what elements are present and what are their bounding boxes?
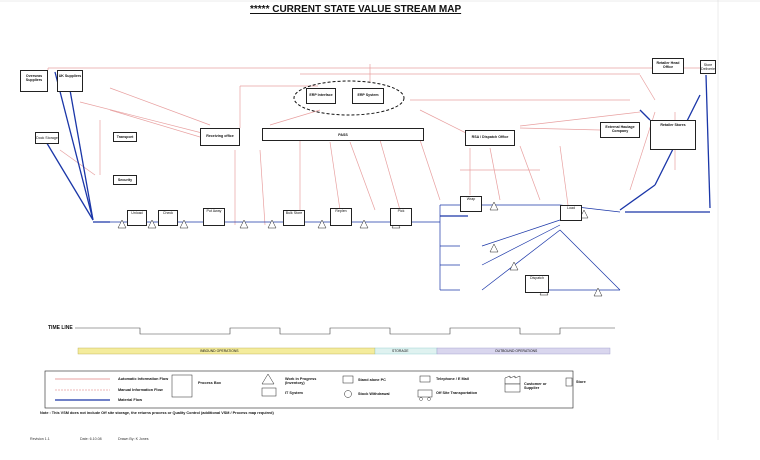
external-haulage-box[interactable]: External Haulage Company <box>600 122 640 138</box>
process-label: Put Away <box>206 209 222 213</box>
legend-process-box: Process Box <box>198 381 222 385</box>
process-box-dispatch[interactable]: Dispatch <box>525 275 549 293</box>
transport-box[interactable]: Transport <box>113 132 137 142</box>
receiving-office-box[interactable]: Receiving office <box>200 128 240 146</box>
legend-it-system: IT System <box>285 391 303 395</box>
legend-stock-withdrawal: Stock Withdrawal <box>358 392 390 396</box>
process-label: Unload <box>131 211 143 215</box>
retailer-stores-box[interactable]: Retailer Stores <box>650 120 696 150</box>
note-text: Note : This VSM does not include Off sit… <box>40 411 274 415</box>
process-label: Bulk Store <box>285 211 303 215</box>
process-box-unload[interactable]: Unload <box>127 210 147 226</box>
external-haulage-label: External Haulage Company <box>605 125 635 134</box>
legend-material-flow: Material Flow <box>118 398 143 402</box>
rsa-dispatch-box[interactable]: RSA / Dispatch Office <box>465 130 515 146</box>
process-box-bulk-store[interactable]: Bulk Store <box>283 210 305 226</box>
pass-box[interactable]: PASS <box>262 128 424 141</box>
security-box[interactable]: Security <box>113 175 137 185</box>
legend-store: Store <box>576 380 586 384</box>
overseas-supplier-label: Overseas Suppliers <box>25 74 43 83</box>
store-deliveries-label: Store Deliveries <box>701 63 716 72</box>
receiving-office-label: Receiving office <box>206 134 234 138</box>
uk-supplier-box[interactable]: UK Suppliers <box>57 70 83 92</box>
process-label: Wrap <box>466 197 476 201</box>
footer-drawn-by: Drawn By: K Jones <box>118 437 149 441</box>
erp-system-box[interactable]: ERP System <box>352 88 384 104</box>
timeline-label: TIME LINE <box>48 325 73 331</box>
process-box-put-away[interactable]: Put Away <box>203 208 225 226</box>
process-label: Dispatch <box>530 276 544 280</box>
process-label: Load <box>567 206 575 210</box>
legend-telephone: Telephone / E Mail <box>436 377 469 381</box>
uk-supplier-label: UK Suppliers <box>58 74 82 78</box>
process-label: Check <box>162 211 174 215</box>
erp-interface-label: ERP Interface <box>309 93 333 97</box>
page-title: ***** CURRENT STATE VALUE STREAM MAP <box>250 4 462 15</box>
footer-revision: Revision 1.1 <box>30 437 50 441</box>
process-box-pick[interactable]: Pick <box>390 208 412 226</box>
process-box-replen[interactable]: Replen <box>330 208 352 226</box>
footer-date: Date: 6.10.08 <box>80 437 102 441</box>
retailer-head-office-box[interactable]: Retailer Head Office <box>652 58 684 74</box>
retailer-stores-label: Retailer Stores <box>660 123 686 127</box>
legend-manual-info: Manual Information Flow <box>118 388 163 392</box>
transport-label: Transport <box>116 135 134 139</box>
process-label: Replen <box>335 209 347 213</box>
retailer-head-office-label: Retailer Head Office <box>656 61 680 70</box>
erp-interface-box[interactable]: ERP Interface <box>306 88 336 104</box>
band-inbound: INBOUND OPERATIONS <box>200 349 239 353</box>
process-label: Pick <box>397 209 405 213</box>
band-storage: STORAGE <box>392 349 409 353</box>
overseas-supplier-box[interactable]: Overseas Suppliers <box>20 70 48 92</box>
dock-storage-box[interactable]: Dock Storage <box>35 132 59 144</box>
pass-label: PASS <box>338 133 348 137</box>
process-box-check[interactable]: Check <box>158 210 178 226</box>
process-box-wrap[interactable]: Wrap <box>460 196 482 212</box>
store-deliveries-box[interactable]: Store Deliveries <box>700 60 716 74</box>
legend-offsite-transport: Off Site Transportation <box>436 391 478 395</box>
dock-storage-label: Dock Storage <box>36 136 58 140</box>
security-label: Security <box>117 178 133 182</box>
band-outbound: OUTBOUND OPERATIONS <box>495 349 538 353</box>
erp-system-label: ERP System <box>357 93 379 97</box>
legend-standalone-pc: Stand alone PC <box>358 378 386 382</box>
legend-wip: Work in Progress (Inventory) <box>285 377 317 385</box>
rsa-dispatch-label: RSA / Dispatch Office <box>471 135 509 139</box>
legend-automatic-info: Automatic Information Flow <box>118 377 169 381</box>
legend-customer-supplier: Customer or Supplier <box>524 382 547 390</box>
process-box-load[interactable]: Load <box>560 205 582 221</box>
